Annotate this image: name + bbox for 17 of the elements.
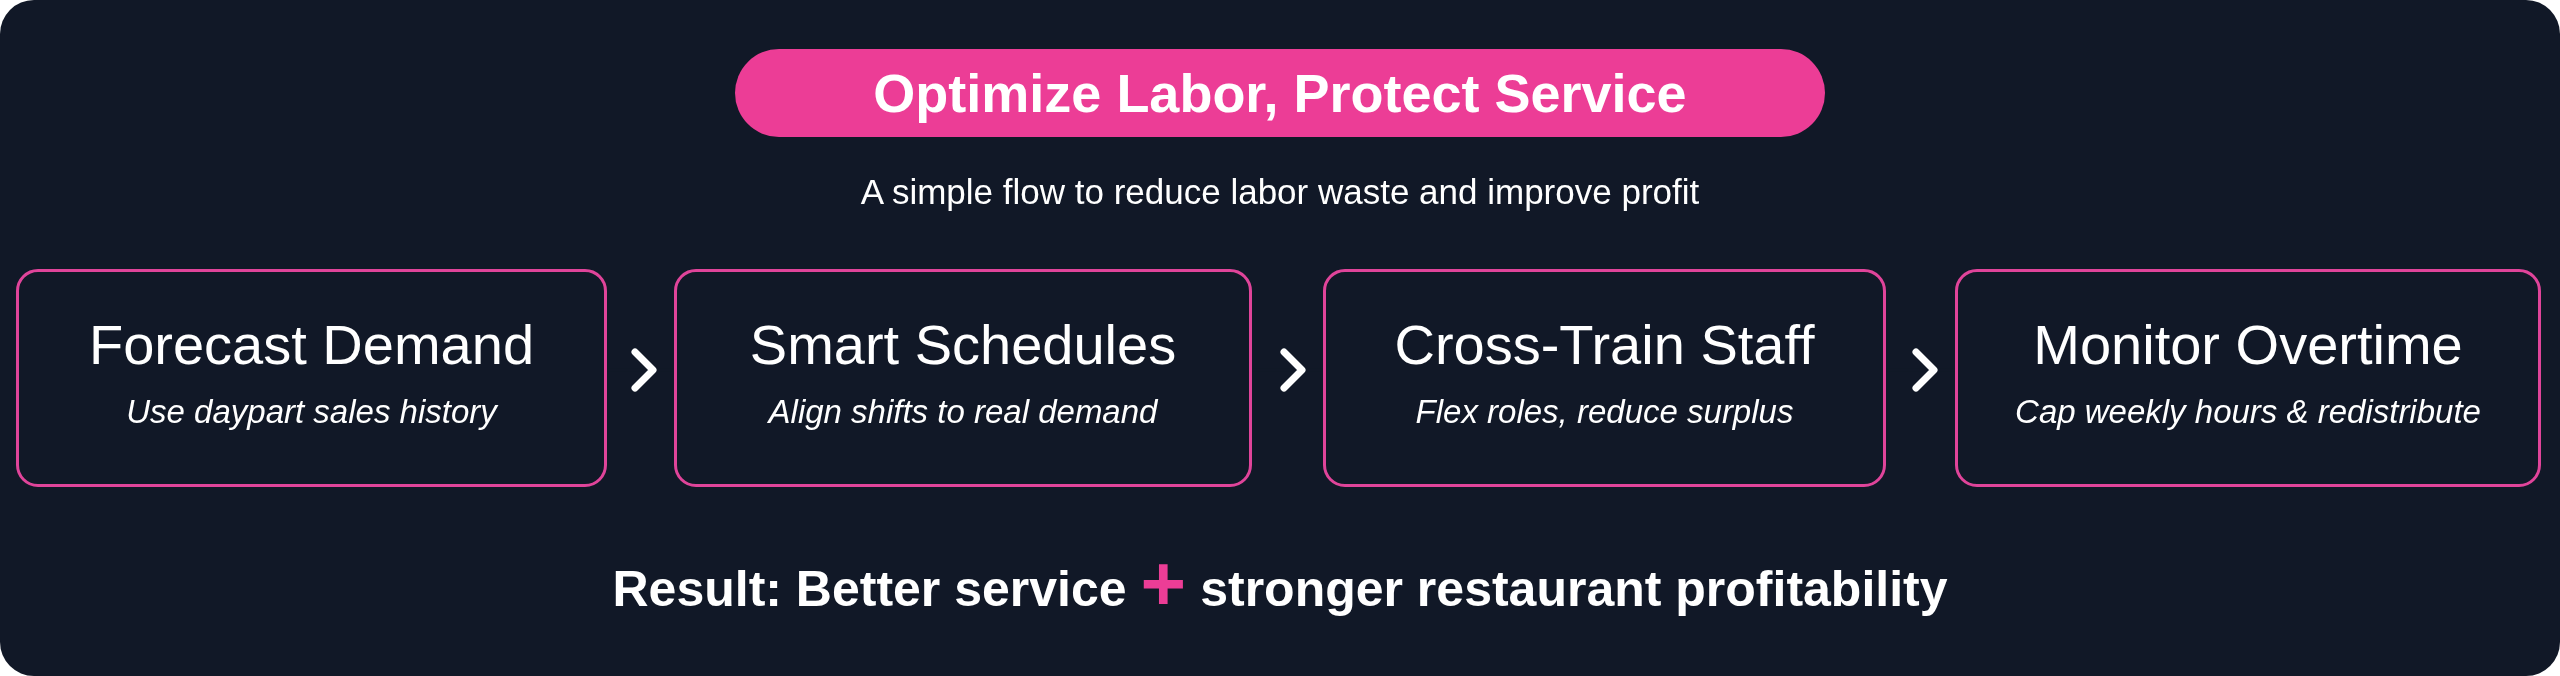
step-description: Align shifts to real demand [768, 392, 1158, 431]
step-description: Flex roles, reduce surplus [1415, 392, 1794, 431]
step-description: Cap weekly hours & redistribute [2015, 392, 2481, 431]
step-box [16, 269, 607, 487]
step-box [1323, 269, 1886, 487]
result-text: stronger restaurant profitability [1200, 559, 1948, 618]
step-title: Forecast Demand [88, 311, 535, 377]
title-pill: Optimize Labor, Protect Service [735, 49, 1825, 137]
step-title: Smart Schedules [749, 311, 1177, 377]
step-title: Monitor Overtime [2033, 311, 2463, 377]
step-description: Use daypart sales history [126, 392, 497, 431]
plus-sign: + [1140, 538, 1187, 629]
step-box [1955, 269, 2541, 487]
step-box [674, 269, 1252, 487]
subtitle: A simple flow to reduce labor waste and improve profit [859, 172, 1701, 212]
step-title: Cross-Train Staff [1394, 311, 1815, 377]
result-text: Result: Better service [612, 559, 1127, 618]
